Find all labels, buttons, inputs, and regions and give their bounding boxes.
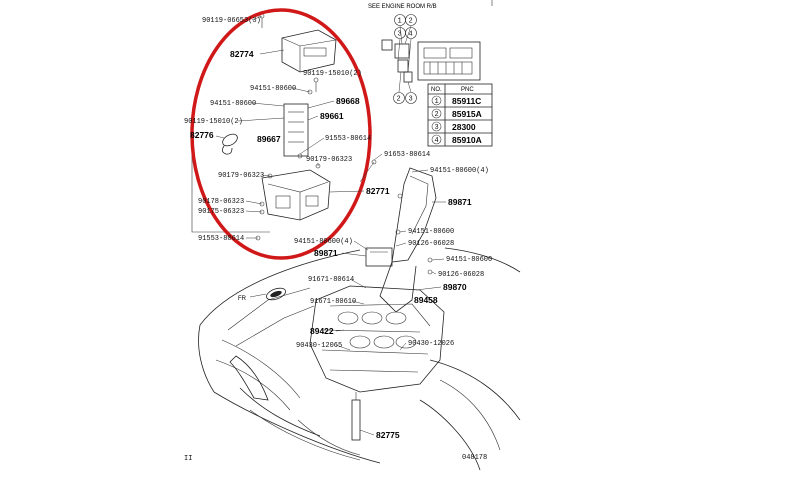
label-90430-12026: 90430-12026 (408, 340, 454, 348)
svg-text:85915A: 85915A (452, 109, 482, 119)
label-90126-06028-b: 90126-06028 (438, 271, 484, 279)
label-90126-06028-a: 90126-06028 (408, 240, 454, 248)
label-89871-b: 89871 (314, 248, 338, 258)
label-91671-80610: 91671-80610 (310, 298, 356, 306)
vehicle-outline: FR (198, 247, 521, 471)
svg-text:28300: 28300 (452, 122, 476, 132)
engine-assembly (309, 159, 445, 441)
label-90119-15010: 90119-15010(2) (303, 70, 362, 78)
label-90430-12065: 90430-12065 (296, 342, 342, 350)
callout-4: 4 (409, 31, 413, 39)
callout-2: 2 (409, 18, 413, 26)
label-94151-80600-4b: 94151-80600(4) (294, 238, 353, 246)
callout-3: 3 (398, 31, 402, 39)
callout-1: 1 (398, 18, 402, 26)
front-mark: FR (238, 296, 247, 302)
highlight-circle (190, 8, 372, 260)
label-91553-80614-b: 91553-80614 (198, 235, 244, 243)
pnc-table: NO. PNC 1 85911C 2 85915A 3 28300 4 8591… (427, 83, 493, 147)
label-94151-80600-a: 94151-80600 (250, 85, 296, 93)
label-89870: 89870 (443, 282, 467, 292)
label-82776: 82776 (190, 130, 214, 140)
callout-3b: 3 (409, 96, 413, 104)
table-head-no: NO. (431, 87, 442, 93)
label-89422: 89422 (310, 326, 334, 336)
label-94151-80600-c: 94151-80600 (408, 228, 454, 236)
corner-mark: II (184, 455, 192, 463)
label-89668: 89668 (336, 96, 360, 106)
relay-box-reference: SEE ENGINE ROOM R/B 1 2 3 4 2 3 (368, 4, 481, 104)
label-91553-80614-a: 91553-80614 (325, 135, 371, 143)
label-90179-06323-b: 90179-06323 (218, 172, 264, 180)
label-91653-80614: 91653-80614 (384, 151, 430, 159)
label-94151-80600-d: 94151-80600 (446, 256, 492, 264)
svg-text:2: 2 (435, 111, 439, 119)
diagram-code: 048178 (462, 454, 487, 462)
table-row: 1 85911C (431, 95, 481, 106)
table-row: 3 28300 (431, 121, 476, 132)
relay-box-header: SEE ENGINE ROOM R/B (368, 4, 437, 10)
label-82775: 82775 (376, 430, 400, 440)
bracket-89668 (283, 103, 309, 157)
label-82774: 82774 (230, 49, 254, 59)
label-89458: 89458 (414, 295, 438, 305)
label-90119-06653: 90119-06653(3) (202, 17, 261, 25)
label-90175-06323: 90175-06323 (198, 208, 244, 216)
label-90179-06323-a: 90179-06323 (306, 156, 352, 164)
label-94151-80600-b: 94151-80600 (210, 100, 256, 108)
callout-2b: 2 (397, 96, 401, 104)
label-82771: 82771 (366, 186, 390, 196)
svg-text:4: 4 (435, 137, 439, 145)
label-94151-80600-4a: 94151-80600(4) (430, 167, 489, 175)
label-89661: 89661 (320, 111, 344, 121)
table-row: 2 85915A (431, 108, 482, 119)
table-head-pnc: PNC (461, 87, 474, 93)
svg-text:3: 3 (435, 124, 439, 132)
svg-text:1: 1 (435, 98, 439, 106)
module-cluster (191, 13, 337, 241)
svg-text:85911C: 85911C (452, 96, 481, 106)
svg-text:85910A: 85910A (452, 135, 482, 145)
label-90119-15010-2: 90119-15010(2) (184, 118, 243, 126)
label-89871-a: 89871 (448, 197, 472, 207)
label-91671-80614: 91671-80614 (308, 276, 354, 284)
label-89667: 89667 (257, 134, 281, 144)
label-90178-06323: 90178-06323 (198, 198, 244, 206)
relay-box-outline (417, 41, 481, 81)
table-row: 4 85910A (431, 134, 482, 145)
part-labels: 90119-06653(3) 82774 90119-15010(2) 9415… (184, 15, 492, 463)
